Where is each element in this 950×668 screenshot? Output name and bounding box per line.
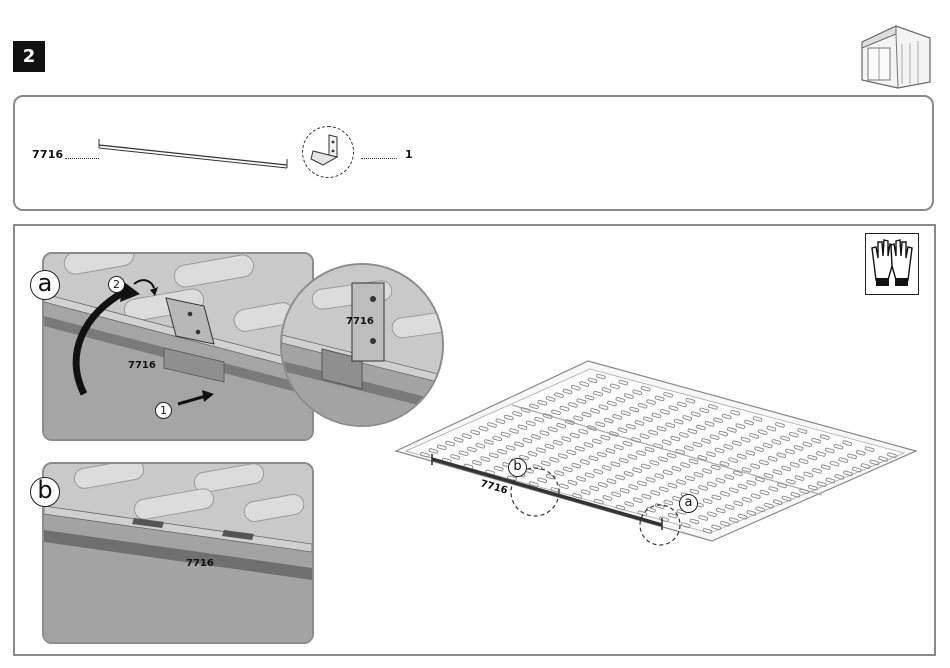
part-code: 7716: [32, 148, 63, 161]
step-two-marker: 2: [108, 276, 125, 293]
detail-b-part-label: 7716: [186, 558, 214, 569]
bracket-detail-circle: [302, 126, 354, 178]
detail-a-panel: [42, 252, 314, 441]
zoom-part-label: 7716: [346, 316, 374, 327]
overview-callout-a: a: [679, 494, 698, 513]
detail-b-panel: [42, 462, 314, 644]
parts-panel: 7716 1: [13, 95, 934, 211]
gloves-icon: [865, 233, 919, 295]
step-number-badge: 2: [13, 41, 45, 72]
step-one-marker: 1: [155, 402, 172, 419]
beam-illustration: [95, 135, 295, 171]
overview-callout-b: b: [508, 458, 527, 477]
detail-b-letter: b: [30, 477, 60, 507]
leader-dots: [361, 158, 397, 159]
shed-icon: [858, 24, 934, 90]
leader-dots: [65, 158, 99, 159]
floor-overview-illustration: [392, 355, 922, 550]
part-quantity: 1: [405, 148, 413, 161]
detail-a-part-label: 7716: [128, 360, 156, 371]
detail-a-letter: a: [30, 270, 60, 300]
